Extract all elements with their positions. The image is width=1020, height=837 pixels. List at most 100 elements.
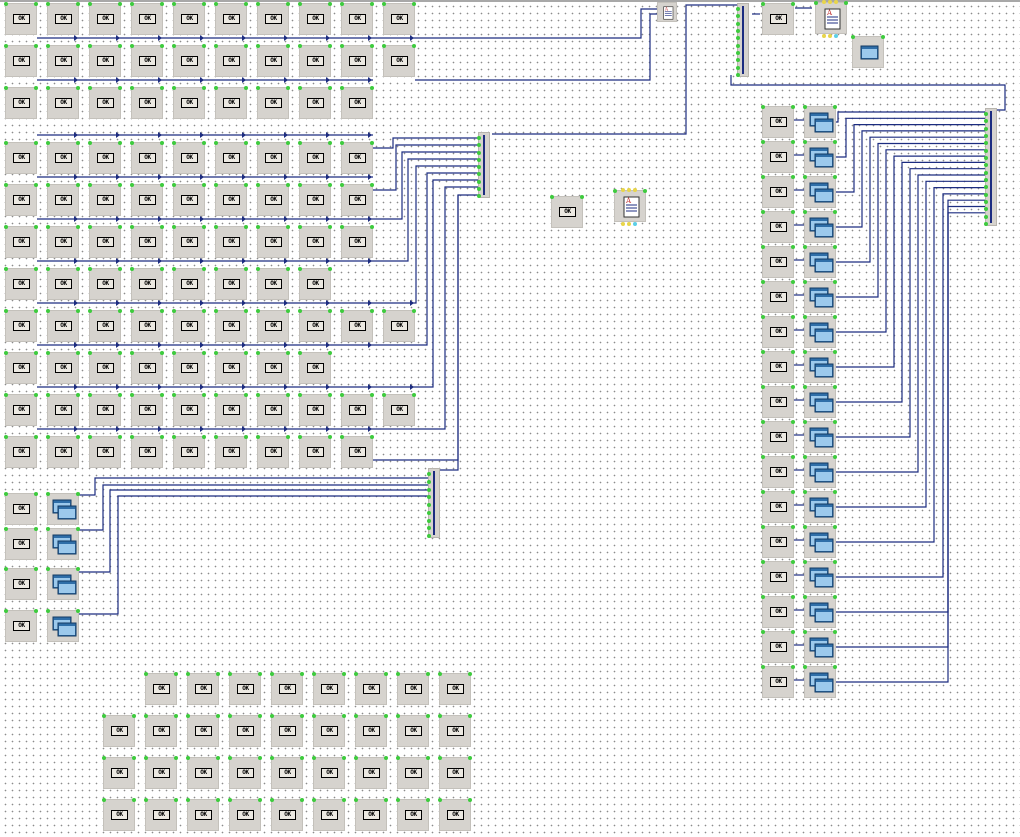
port-dot[interactable]: [342, 672, 346, 676]
bus-pin[interactable]: [736, 51, 740, 55]
port-dot[interactable]: [88, 225, 92, 229]
port-dot[interactable]: [76, 141, 80, 145]
ok-button-component[interactable]: OK: [438, 798, 472, 831]
ok-button-component[interactable]: OK: [312, 714, 346, 747]
port-dot[interactable]: [803, 315, 807, 319]
port-dot[interactable]: [88, 183, 92, 187]
port-dot[interactable]: [130, 86, 134, 90]
port-dot[interactable]: [88, 267, 92, 271]
port-dot[interactable]: [34, 44, 38, 48]
bus-pin[interactable]: [477, 179, 481, 184]
ok-button-component[interactable]: OK: [46, 351, 80, 384]
window-component[interactable]: [803, 525, 837, 558]
ok-button-component[interactable]: OK: [4, 267, 38, 300]
port-dot[interactable]: [791, 420, 795, 424]
port-dot[interactable]: [4, 86, 8, 90]
ok-button-component[interactable]: OK: [130, 141, 164, 174]
port-dot[interactable]: [312, 672, 316, 676]
port-dot[interactable]: [298, 225, 302, 229]
ok-button-component[interactable]: OK: [761, 490, 795, 523]
bus-pin[interactable]: [477, 143, 481, 148]
port-dot[interactable]: [214, 393, 218, 397]
port-dot[interactable]: [186, 798, 190, 802]
port-dot[interactable]: [4, 567, 8, 571]
port-dot[interactable]: [256, 225, 260, 229]
ok-button-component[interactable]: OK: [298, 183, 332, 216]
port-dot[interactable]: [258, 756, 262, 760]
port-dot[interactable]: [851, 35, 855, 39]
port-dot[interactable]: [202, 183, 206, 187]
bus-pin[interactable]: [736, 36, 740, 41]
port-dot[interactable]: [256, 435, 260, 439]
ok-button-component[interactable]: OK: [4, 351, 38, 384]
ok-button-component[interactable]: OK: [298, 393, 332, 426]
port-dot[interactable]: [76, 351, 80, 355]
window-component[interactable]: [803, 210, 837, 243]
port-dot[interactable]: [370, 225, 374, 229]
port-dot[interactable]: [76, 44, 80, 48]
port-dot[interactable]: [370, 141, 374, 145]
port-dot[interactable]: [258, 672, 262, 676]
port-dot[interactable]: [4, 435, 8, 439]
port-dot[interactable]: [791, 630, 795, 634]
port-dot[interactable]: [613, 189, 617, 193]
ok-button-component[interactable]: OK: [438, 672, 472, 705]
port-dot[interactable]: [256, 267, 260, 271]
port-dot[interactable]: [186, 756, 190, 760]
ok-button-component[interactable]: OK: [761, 665, 795, 698]
report-pin[interactable]: [822, 0, 826, 4]
port-dot[interactable]: [384, 756, 388, 760]
port-dot[interactable]: [803, 665, 807, 669]
port-dot[interactable]: [118, 351, 122, 355]
port-dot[interactable]: [160, 309, 164, 313]
port-dot[interactable]: [286, 351, 290, 355]
port-dot[interactable]: [88, 44, 92, 48]
bus-pin[interactable]: [984, 192, 988, 197]
port-dot[interactable]: [298, 86, 302, 90]
report-pin[interactable]: [828, 34, 832, 38]
port-dot[interactable]: [340, 183, 344, 187]
bus-pin[interactable]: [984, 178, 988, 182]
window-component[interactable]: [803, 315, 837, 348]
bus-pin[interactable]: [477, 194, 481, 198]
port-dot[interactable]: [46, 609, 50, 613]
port-dot[interactable]: [382, 44, 386, 48]
port-dot[interactable]: [4, 351, 8, 355]
ok-button-component[interactable]: OK: [382, 2, 416, 35]
port-dot[interactable]: [370, 86, 374, 90]
window-component[interactable]: [803, 350, 837, 383]
report-component[interactable]: A: [657, 2, 677, 22]
port-dot[interactable]: [216, 756, 220, 760]
ok-button-component[interactable]: OK: [214, 309, 248, 342]
ok-button-component[interactable]: OK: [256, 183, 290, 216]
ok-button-component[interactable]: OK: [130, 86, 164, 119]
port-dot[interactable]: [4, 141, 8, 145]
port-dot[interactable]: [258, 798, 262, 802]
port-dot[interactable]: [761, 490, 765, 494]
port-dot[interactable]: [426, 672, 430, 676]
ok-button-component[interactable]: OK: [130, 225, 164, 258]
report-pin[interactable]: [621, 188, 625, 192]
ok-button-component[interactable]: OK: [256, 267, 290, 300]
ok-button-component[interactable]: OK: [761, 525, 795, 558]
port-dot[interactable]: [761, 280, 765, 284]
ok-button-component[interactable]: OK: [298, 351, 332, 384]
bus-pin[interactable]: [984, 119, 988, 124]
port-dot[interactable]: [312, 756, 316, 760]
port-dot[interactable]: [118, 141, 122, 145]
ok-button-component[interactable]: OK: [354, 756, 388, 789]
ok-button-component[interactable]: OK: [4, 609, 38, 642]
ok-button-component[interactable]: OK: [438, 756, 472, 789]
port-dot[interactable]: [761, 2, 765, 6]
port-dot[interactable]: [160, 435, 164, 439]
port-dot[interactable]: [298, 141, 302, 145]
ok-button-component[interactable]: OK: [214, 86, 248, 119]
port-dot[interactable]: [202, 351, 206, 355]
port-dot[interactable]: [46, 225, 50, 229]
port-dot[interactable]: [202, 225, 206, 229]
port-dot[interactable]: [298, 351, 302, 355]
ok-button-component[interactable]: OK: [228, 756, 262, 789]
port-dot[interactable]: [270, 756, 274, 760]
ok-button-component[interactable]: OK: [172, 183, 206, 216]
port-dot[interactable]: [34, 225, 38, 229]
